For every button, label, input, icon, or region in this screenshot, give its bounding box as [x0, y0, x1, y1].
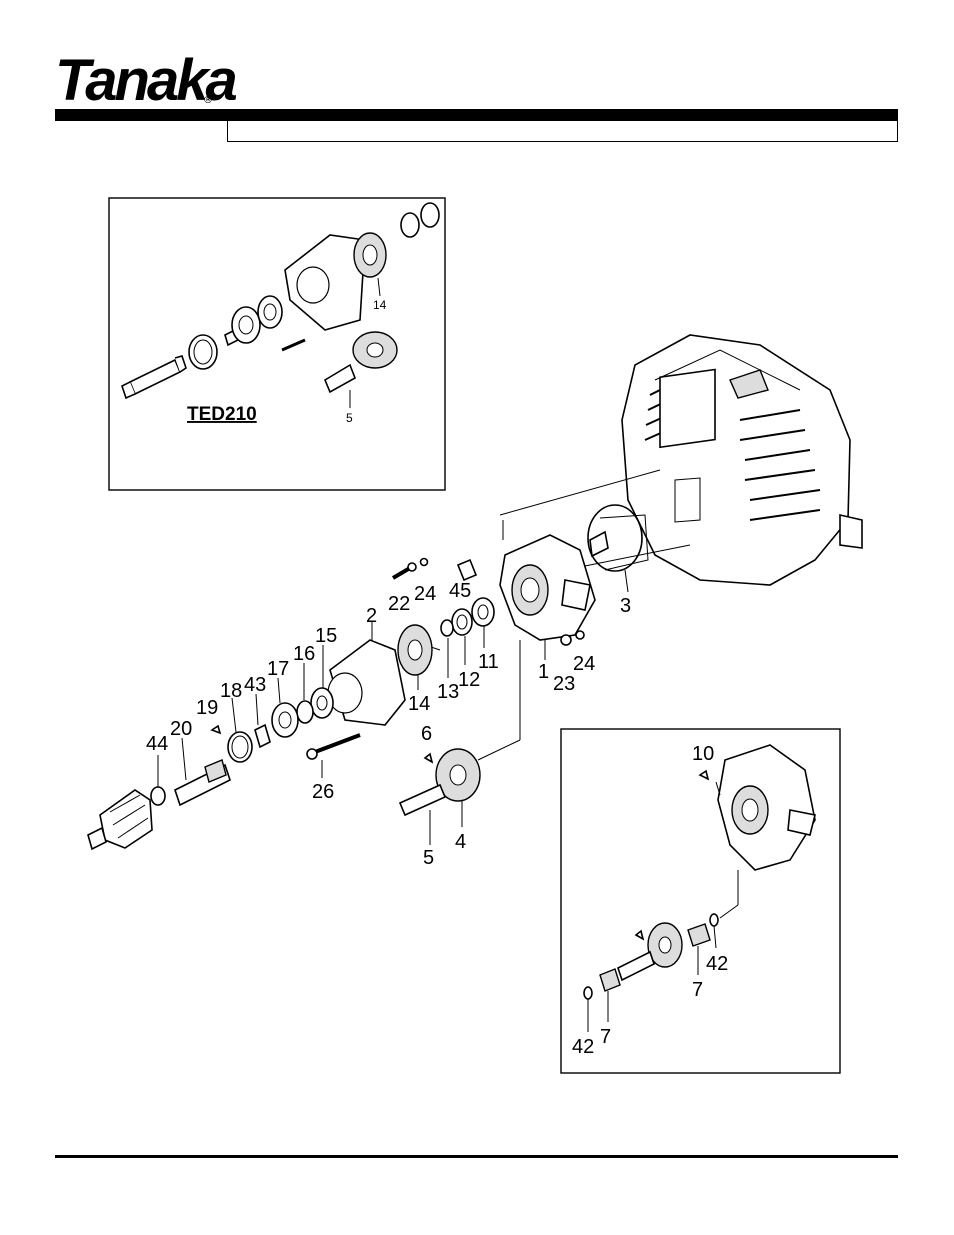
fitting-45: 45 [449, 558, 478, 602]
callout-22: 22 [388, 593, 410, 615]
inset-callout-5: 5 [346, 411, 353, 425]
inset-callout-7-left: 7 [600, 1026, 611, 1048]
callout-15: 15 [315, 625, 337, 647]
callout-12: 12 [458, 669, 480, 691]
washer-24-top: 24 [414, 557, 436, 605]
callout-3: 3 [620, 595, 631, 617]
inset-gear [617, 922, 683, 982]
bearing-15: 15 [310, 625, 337, 719]
callout-44: 44 [146, 733, 168, 755]
key-19: 19 [196, 697, 222, 735]
drill-chuck [87, 789, 153, 851]
screw-22: 22 [388, 562, 417, 615]
engine-plug-cap [729, 369, 769, 399]
callout-5: 5 [423, 847, 434, 869]
gear-14: 14 [397, 624, 433, 715]
washer-24-bottom: 24 [573, 630, 595, 675]
engine-assembly [621, 334, 863, 586]
inset-callout-10: 10 [692, 743, 714, 765]
callout-24-top: 24 [414, 583, 436, 605]
inset-ring-42-left: 42 [572, 986, 594, 1058]
inset-bearing-c [400, 212, 420, 238]
callout-26: 26 [312, 781, 334, 803]
inset-callout-14: 14 [373, 298, 387, 312]
callout-17: 17 [267, 658, 289, 680]
bearing-12: 12 [451, 608, 480, 691]
callout-13: 13 [437, 681, 459, 703]
bearing-11: 11 [471, 597, 499, 673]
pinion-5: 5 [398, 783, 447, 869]
bearing-17: 17 [267, 658, 299, 738]
header-title-box [227, 121, 898, 142]
inset-callout-42-left: 42 [572, 1036, 594, 1058]
callout-20: 20 [170, 718, 192, 740]
callout-1: 1 [538, 661, 549, 683]
inset-shaft [121, 355, 187, 400]
inset-ring-42-right: 42 [706, 913, 728, 975]
inset-pin-10: 10 [692, 743, 721, 796]
footer-rule [55, 1155, 898, 1158]
bolt-26: 26 [306, 733, 361, 803]
callout-24-bottom: 24 [573, 653, 595, 675]
circlip-18: 18 [220, 680, 253, 763]
callout-18: 18 [220, 680, 242, 702]
spindle-20: 20 [170, 718, 231, 807]
callout-4: 4 [455, 831, 466, 853]
callout-23: 23 [553, 673, 575, 695]
pin-6: 6 [421, 723, 434, 764]
inset-ted210: 14 5 TED210 [108, 197, 446, 491]
callout-11: 11 [478, 651, 499, 673]
header-bar [55, 109, 898, 121]
inset-bushing-7-right: 7 [687, 923, 711, 1001]
callout-45: 45 [449, 580, 471, 602]
washer-43: 43 [244, 674, 271, 749]
ring-44: 44 [146, 733, 168, 806]
inset-bottom: 10 42 7 7 42 [560, 728, 841, 1074]
model-label-ted210: TED210 [187, 404, 257, 425]
inset-callout-7-right: 7 [692, 979, 703, 1001]
clutch-drum: 3 [587, 504, 649, 617]
inset-callout-42-right: 42 [706, 953, 728, 975]
registered-mark: ® [203, 95, 213, 106]
callout-19: 19 [196, 697, 218, 719]
callout-14: 14 [408, 693, 430, 715]
callout-6: 6 [421, 723, 432, 745]
callout-43: 43 [244, 674, 266, 696]
callout-2: 2 [366, 605, 377, 627]
tanaka-logo: Tanaka [55, 48, 238, 113]
gear-cover-2: 2 [327, 605, 406, 726]
inset-bearing-d [420, 202, 440, 228]
nut-23: 23 [553, 634, 575, 695]
engine-knob [839, 513, 863, 549]
assembly-guide-lines [409, 469, 691, 761]
gear-case-1: 1 [499, 534, 596, 683]
inset-bushing-7-left: 7 [599, 968, 621, 1048]
ring-13: 13 [437, 619, 459, 703]
inset-pinion-5 [323, 363, 356, 394]
gear-4: 4 [435, 748, 481, 853]
callout-16: 16 [293, 643, 315, 665]
